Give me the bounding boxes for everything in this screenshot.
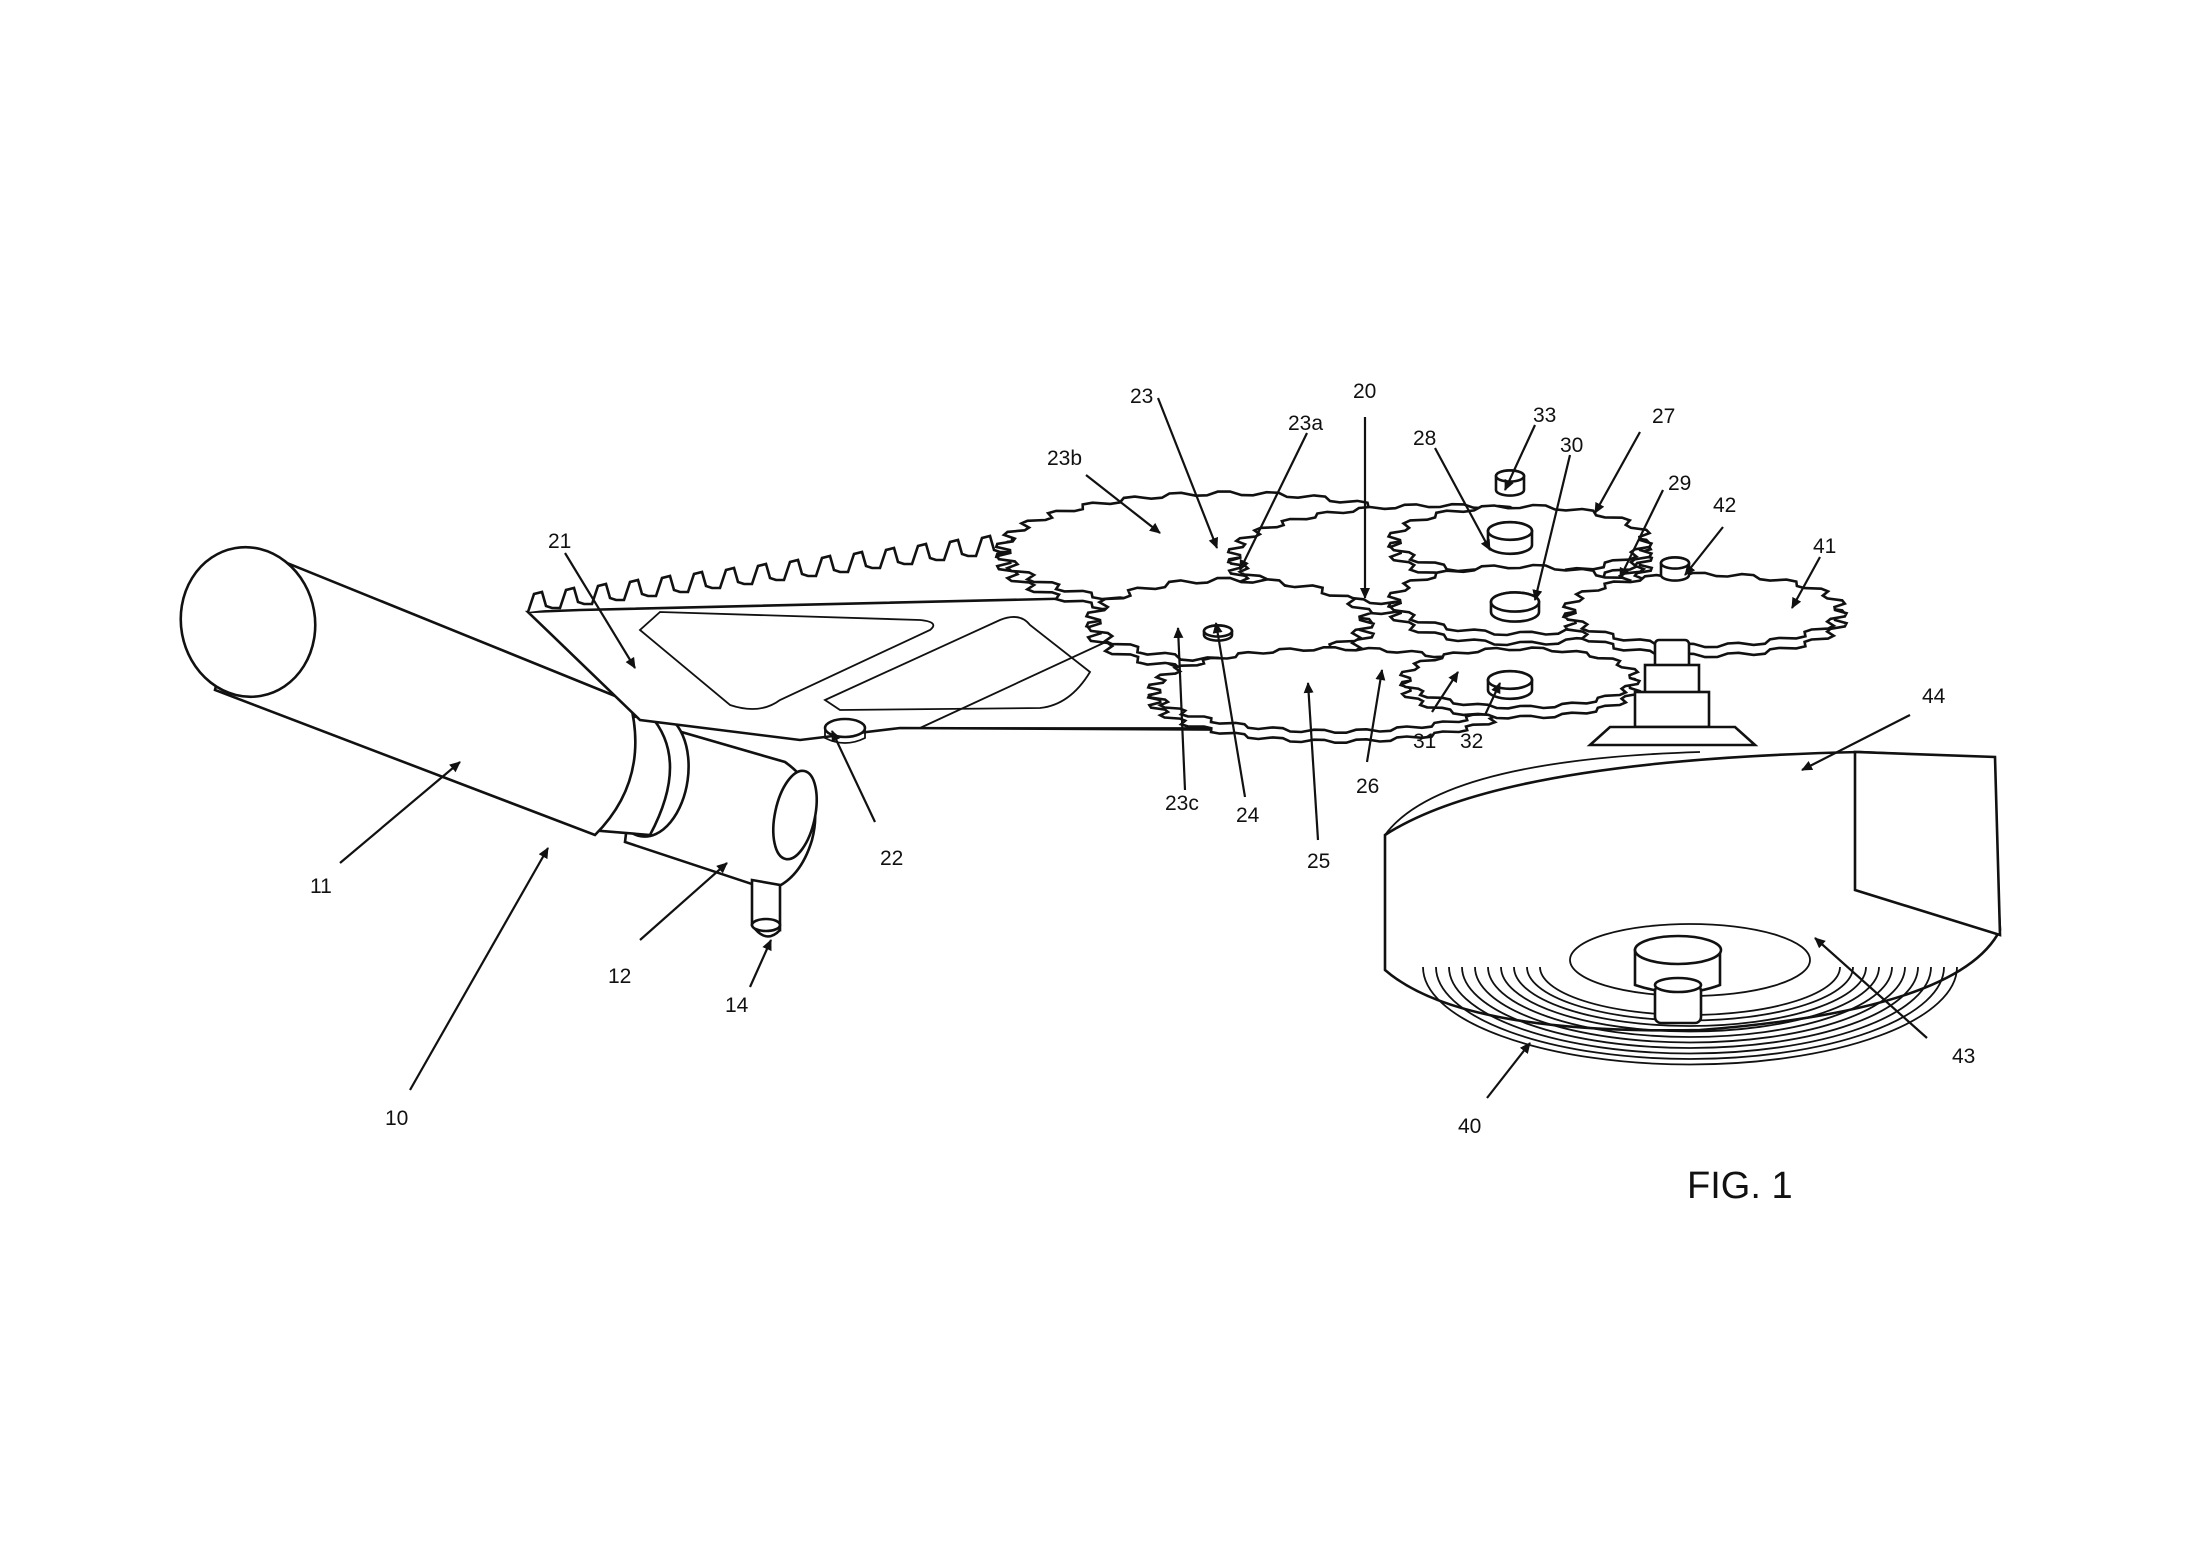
label-23a: 23a [1288,412,1323,435]
label-40: 40 [1458,1115,1481,1138]
label-21: 21 [548,530,571,553]
label-24: 24 [1236,804,1260,827]
label-25: 25 [1307,850,1330,873]
label-20: 20 [1353,380,1376,403]
handle-assembly [179,545,818,938]
label-29: 29 [1668,472,1691,495]
gear-train [994,469,1849,744]
label-22: 22 [880,847,903,870]
label-42: 42 [1713,494,1736,517]
reference-labels: 10 11 12 14 20 21 22 23 23a 23b 23c 24 2… [310,380,1975,1138]
figure-caption: FIG. 1 [1687,1165,1793,1207]
barrel-assembly [1383,638,2002,1066]
label-10: 10 [385,1107,408,1130]
label-23c: 23c [1165,792,1199,815]
label-44: 44 [1922,685,1946,708]
label-23: 23 [1130,385,1153,408]
label-14: 14 [725,994,749,1017]
label-27: 27 [1652,405,1675,428]
label-41: 41 [1813,535,1836,558]
label-32: 32 [1460,730,1483,753]
label-28: 28 [1413,427,1436,450]
label-31: 31 [1413,730,1436,753]
label-11: 11 [310,875,332,898]
label-26: 26 [1356,775,1379,798]
label-43: 43 [1952,1045,1975,1068]
label-30: 30 [1560,434,1583,457]
label-12: 12 [608,965,631,988]
gear-41-wheel [1561,571,1849,659]
cylinder-end-face [179,545,317,699]
label-33: 33 [1533,404,1556,427]
label-23b: 23b [1047,447,1082,470]
